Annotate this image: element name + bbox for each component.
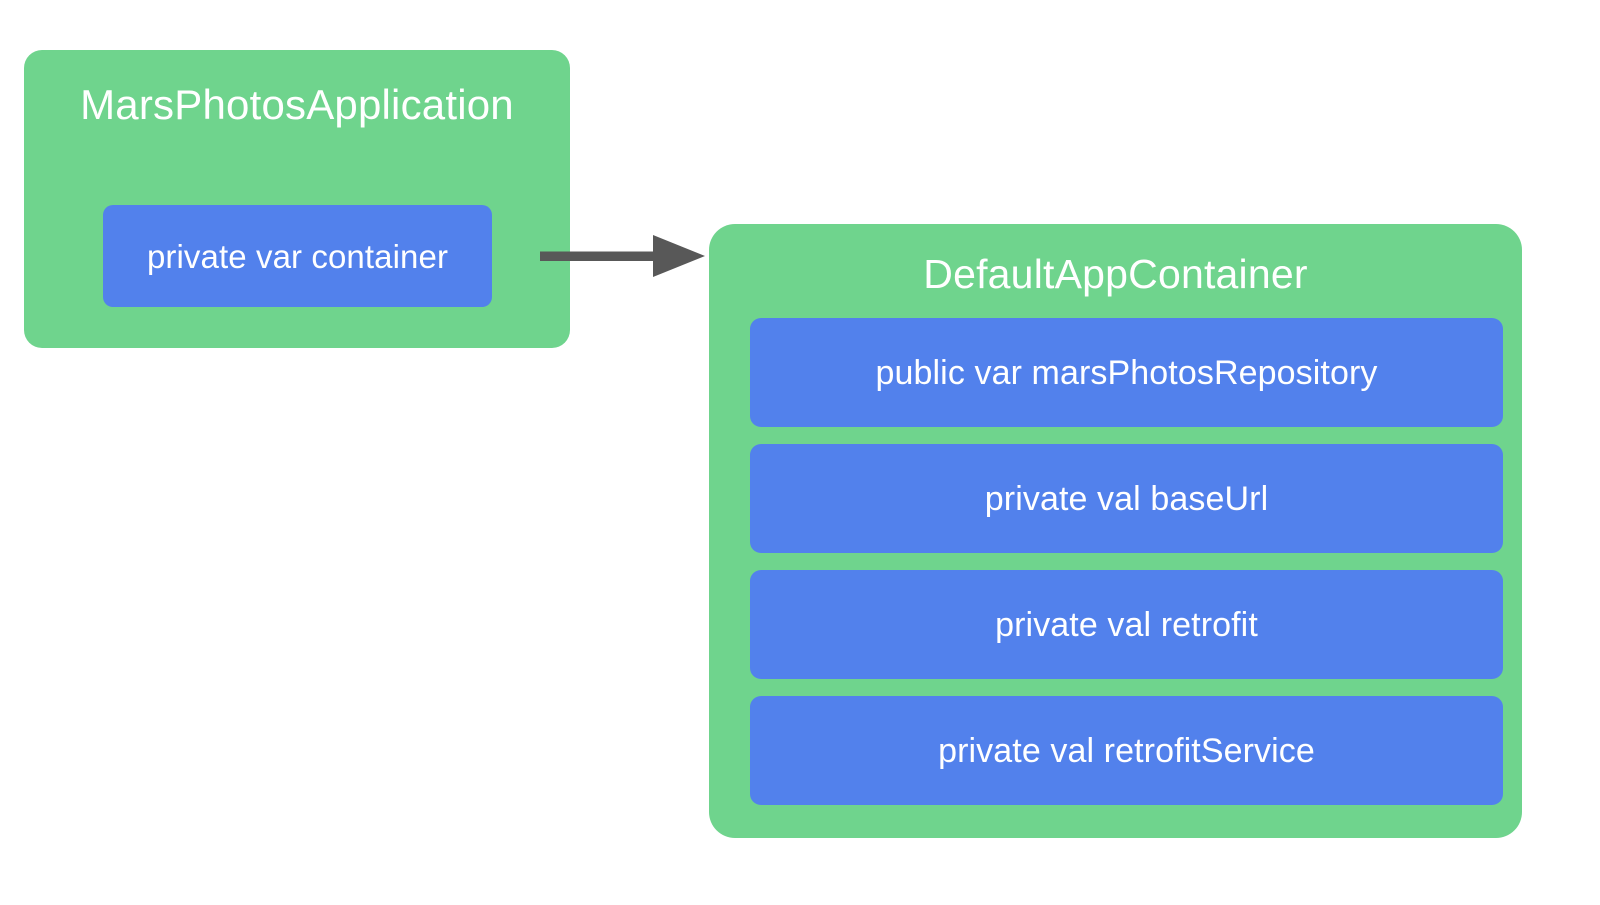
member-label-container: private var container xyxy=(146,237,449,275)
member-label-mars-photos-repository: public var marsPhotosRepository xyxy=(875,353,1378,392)
class-box-mars-photos-application[interactable]: MarsPhotosApplication private var contai… xyxy=(24,50,570,348)
member-label-base-url: private val baseUrl xyxy=(984,479,1269,518)
member-box-retrofit[interactable]: private val retrofit xyxy=(750,570,1503,679)
member-box-retrofit-service[interactable]: private val retrofitService xyxy=(750,696,1503,805)
member-box-base-url[interactable]: private val baseUrl xyxy=(750,444,1503,553)
class-title-default-app-container: DefaultAppContainer xyxy=(923,251,1308,297)
class-title-mars-photos-application: MarsPhotosApplication xyxy=(80,81,514,128)
member-label-retrofit-service: private val retrofitService xyxy=(938,731,1315,770)
member-box-mars-photos-repository[interactable]: public var marsPhotosRepository xyxy=(750,318,1503,427)
class-box-default-app-container[interactable]: DefaultAppContainer public var marsPhoto… xyxy=(709,224,1522,838)
member-label-retrofit: private val retrofit xyxy=(995,605,1258,644)
arrow-right-icon xyxy=(540,235,705,277)
member-box-container[interactable]: private var container xyxy=(103,205,492,307)
